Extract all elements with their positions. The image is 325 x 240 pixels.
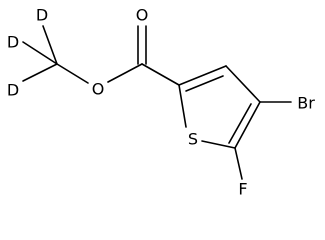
bond-c-o-ester [56,63,89,84]
structure-diagram: D D D O O S Br F [6,5,316,199]
bond-c5-s [201,140,236,149]
bonds [22,25,292,180]
bond-o-ester-c-carbonyl [107,63,143,83]
bond-c-d1 [42,25,58,65]
atom-label-f: F [238,180,247,199]
bond-c3-c4 [225,65,261,103]
atom-label-s: S [188,130,198,149]
bond-carbonyl-c2 [141,63,180,86]
atom-labels: D D D O O S Br F [7,6,315,199]
molecule-svg: D D D O O S Br F [7,6,315,199]
atom-label-d1: D [36,6,48,25]
bond-c-d3 [22,63,58,82]
bond-c-d2 [22,41,58,65]
atom-label-br: Br [297,94,315,113]
bond-c2-c3 [178,65,227,86]
bond-c4-c5-inner [228,103,252,144]
bond-c5-f [234,147,243,180]
atom-label-o-ester: O [92,80,105,99]
atom-label-o-carbonyl: O [136,6,149,25]
bond-c4-c5 [234,101,261,149]
bond-c2-c3-inner [185,75,224,92]
atom-label-d3: D [7,81,19,100]
bond-s-c2 [178,84,187,128]
atom-label-d2: D [7,33,19,52]
